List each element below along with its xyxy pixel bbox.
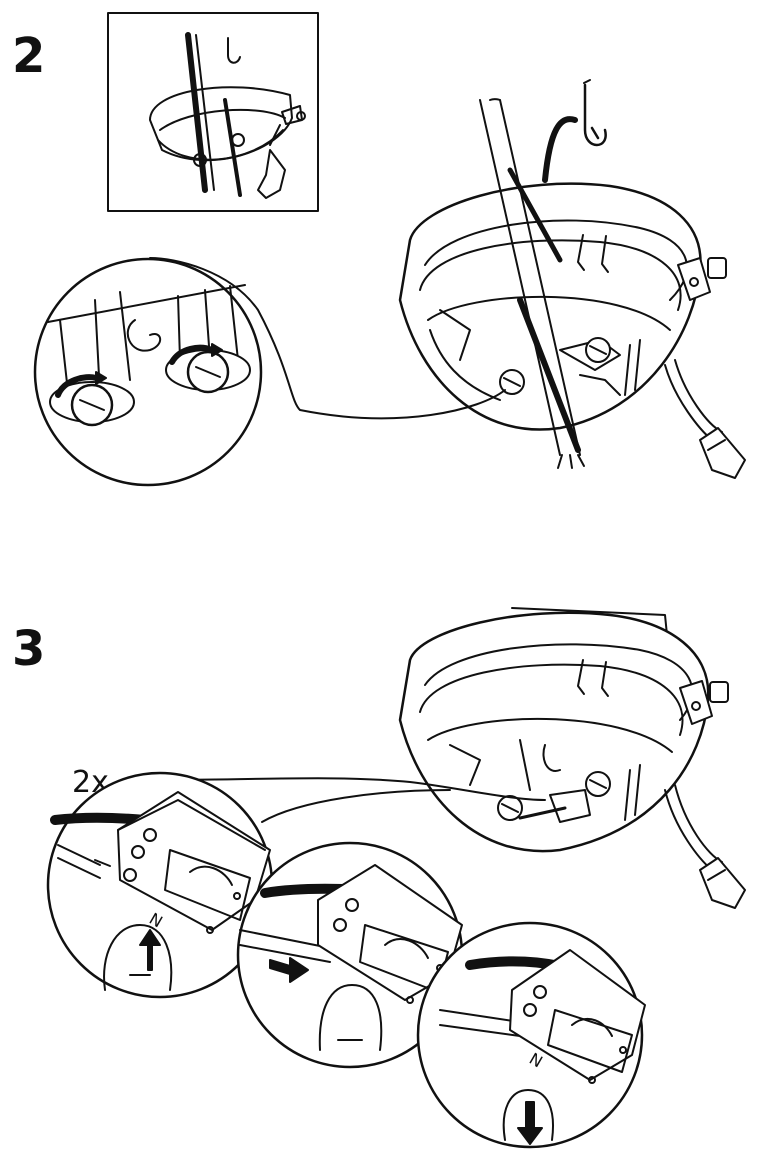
step-3-canopy bbox=[398, 607, 746, 909]
terminal-callout-push bbox=[236, 841, 464, 1069]
step-2-inset bbox=[107, 12, 319, 212]
step-2-detail-callout bbox=[33, 257, 506, 487]
step-2-number: 2 bbox=[12, 28, 46, 84]
step-2-canopy bbox=[398, 79, 746, 479]
step-3-callout-line bbox=[159, 777, 546, 801]
terminal-callout-insert: N bbox=[46, 771, 274, 999]
terminal-callout-release: N bbox=[416, 921, 646, 1149]
step-3-number: 3 bbox=[12, 621, 46, 677]
